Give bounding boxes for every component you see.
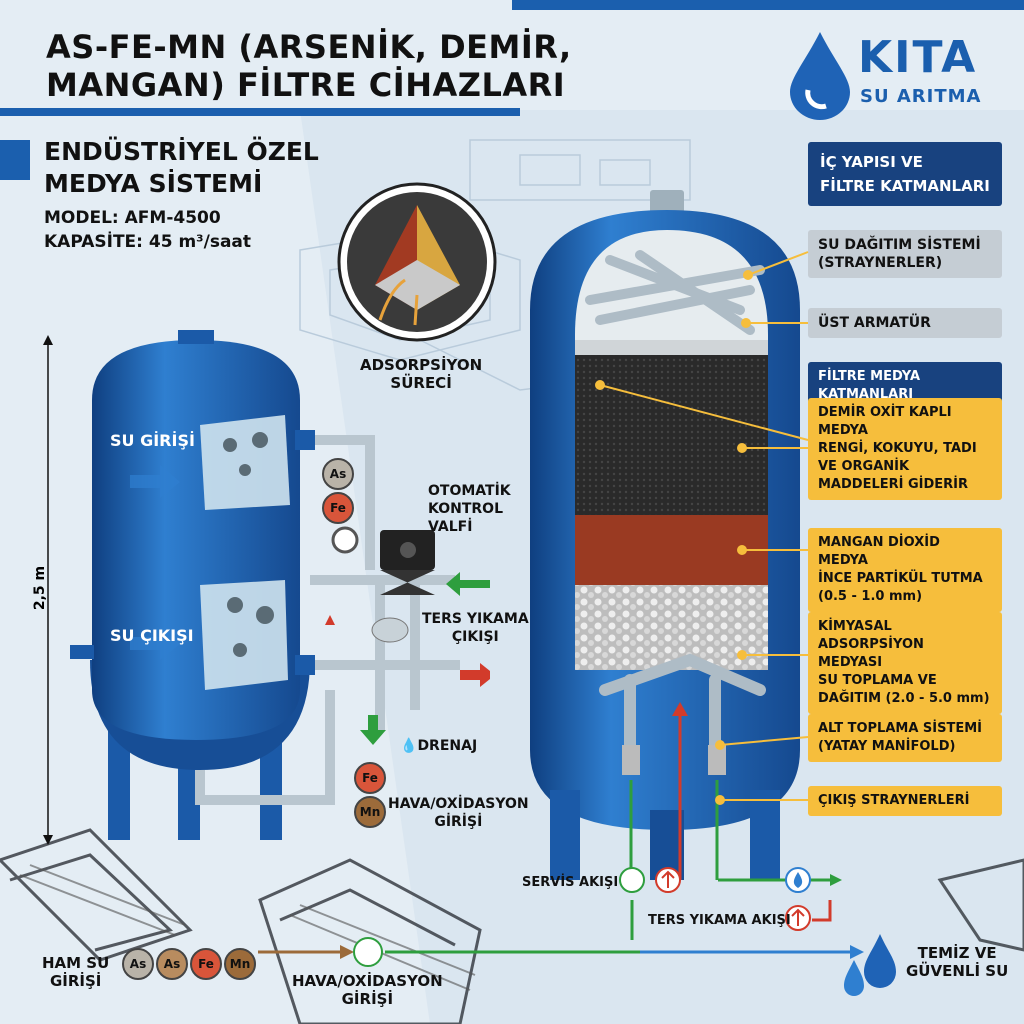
subtitle-accent-bar bbox=[0, 140, 30, 180]
badge-as: As bbox=[322, 458, 354, 490]
top-fitting-label: ÜST ARMATÜR bbox=[808, 308, 1002, 338]
capacity-label: KAPASİTE: 45 m³/saat bbox=[44, 232, 252, 252]
title-underline bbox=[0, 108, 520, 116]
raw-badge-fe: Fe bbox=[190, 948, 222, 980]
cutaway-filter-tank bbox=[530, 190, 800, 880]
drop-icon: 💧 bbox=[400, 738, 418, 754]
model-label: MODEL: AFM-4500 bbox=[44, 208, 221, 228]
badge-fe: Fe bbox=[322, 492, 354, 524]
drain-label: 💧DRENAJ bbox=[400, 738, 478, 754]
height-label: 2,5 m bbox=[32, 565, 49, 611]
water-drop-logo-icon bbox=[790, 32, 850, 120]
brand-subtitle: SU ARITMA bbox=[860, 86, 982, 107]
height-dimension-line bbox=[43, 335, 53, 845]
raw-badge-as: As bbox=[122, 948, 154, 980]
adsorption-process-illustration bbox=[337, 182, 497, 342]
service-flow-label: SERVİS AKIŞI bbox=[522, 875, 619, 890]
backwash-flow-label: TERS YIKAMA AKIŞI bbox=[648, 913, 791, 928]
raw-badge-as-2: As bbox=[156, 948, 188, 980]
badge-fe-2: Fe bbox=[354, 762, 386, 794]
page-title: AS-FE-MN (ARSENİK, DEMİR, MANGAN) FİLTRE… bbox=[46, 28, 572, 104]
left-filter-tank bbox=[70, 330, 490, 840]
brand-name: KITA bbox=[858, 32, 978, 83]
clean-water-drop-icon bbox=[844, 934, 896, 996]
water-outlet-label: SU ÇIKIŞI bbox=[110, 626, 194, 645]
system-subtitle: ENDÜSTRİYEL ÖZEL MEDYA SİSTEMİ bbox=[44, 137, 319, 198]
raw-badge-mn: Mn bbox=[224, 948, 256, 980]
outlet-strainers-label: ÇIKIŞ STRAYNERLERİ bbox=[808, 786, 1002, 816]
bottom-collection-label: ALT TOPLAMA SİSTEMİ(YATAY MANİFOLD) bbox=[808, 714, 1002, 762]
distribution-system-label: SU DAĞITIM SİSTEMİ(STRAYNERLER) bbox=[808, 230, 1002, 278]
badge-mn-2: Mn bbox=[354, 796, 386, 828]
header-accent-bar bbox=[512, 0, 1024, 10]
water-inlet-label: SU GİRİŞİ bbox=[110, 431, 195, 450]
